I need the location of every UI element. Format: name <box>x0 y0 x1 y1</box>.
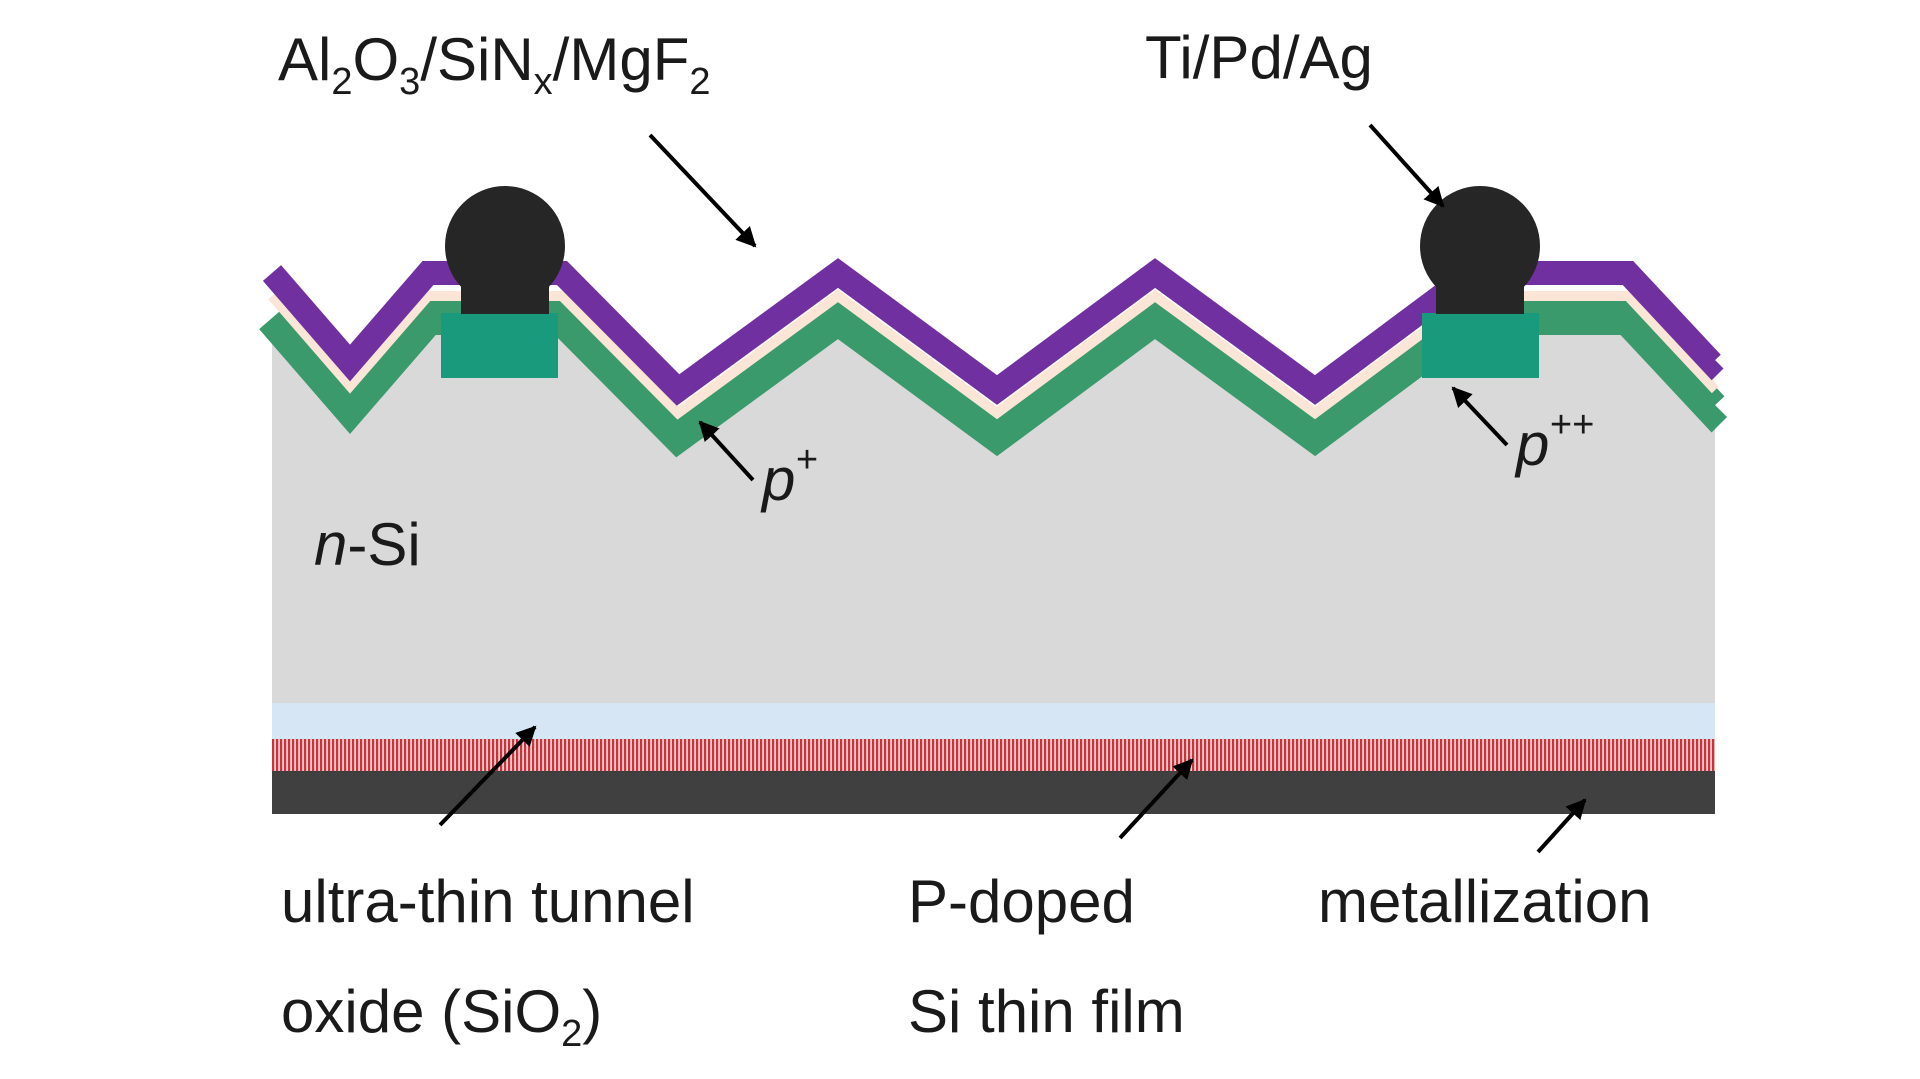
label-doped-film-line2: Si thin film <box>908 978 1185 1045</box>
arrow-doped-film <box>1118 758 1194 840</box>
p-doped-si-film-layer <box>272 739 1715 772</box>
label-tunnel-oxide-line2: oxide (SiO2) <box>281 978 602 1055</box>
arrow-metallization <box>1536 798 1587 854</box>
label-metallization: metallization <box>1318 868 1652 935</box>
p-plus-emitter-layer <box>259 296 1728 458</box>
antireflection-coating-layer <box>262 258 1724 406</box>
label-p-plusplus: p++ <box>1514 404 1594 478</box>
label-n-si: n-Si <box>314 511 421 578</box>
metal-finger-left <box>445 186 565 314</box>
arrow-tunnel-oxide <box>438 725 537 827</box>
p-plusplus-region-left <box>441 313 558 378</box>
label-doped-film-line1: P-doped <box>908 868 1135 935</box>
p-plusplus-region-right <box>1422 313 1539 378</box>
label-coating: Al2O3/SiNx/MgF2 <box>278 26 710 103</box>
label-contact: Ti/Pd/Ag <box>1145 24 1373 91</box>
arrow-contact <box>1368 123 1445 208</box>
label-tunnel-oxide-line1: ultra-thin tunnel <box>281 868 695 935</box>
tunnel-oxide-layer <box>272 703 1715 740</box>
arrow-coating <box>648 133 757 248</box>
arrow-p-plusplus <box>1451 386 1509 447</box>
metal-finger-right <box>1420 186 1540 314</box>
interlayer <box>268 289 1719 420</box>
arrow-p-plus <box>698 420 755 482</box>
rear-metallization-layer <box>272 771 1715 814</box>
label-p-plus: p+ <box>760 439 818 513</box>
